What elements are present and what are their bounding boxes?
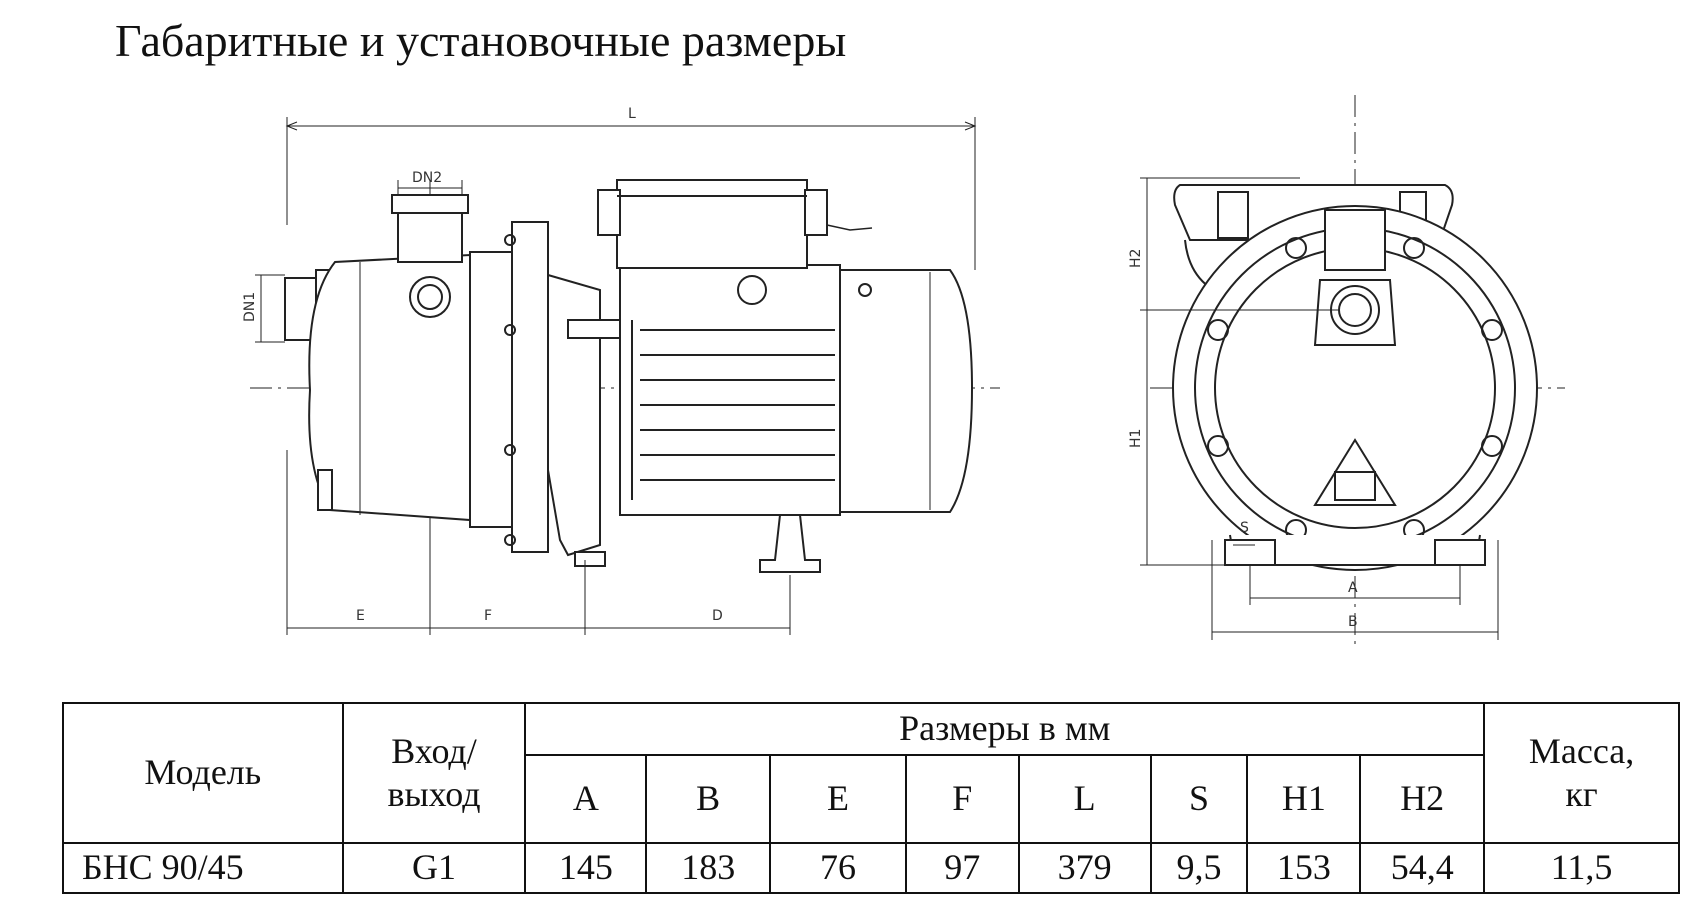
header-H1: H1 <box>1246 754 1362 844</box>
header-inlet-outlet: Вход/ выход <box>341 702 527 844</box>
cell-H1: 153 <box>1246 842 1362 894</box>
cell-mass: 11,5 <box>1483 842 1680 894</box>
header-A: A <box>524 754 648 844</box>
dim-label-DN2: DN2 <box>412 170 442 186</box>
page-title: Габаритные и установочные размеры <box>115 15 847 66</box>
pump-dimension-drawing: L DN2 DN1 E F D H2 H1 S A B <box>242 95 1565 650</box>
cell-A: 145 <box>524 842 648 894</box>
dim-label-D: D <box>712 608 723 624</box>
dimensions-table: Модель Вход/ выход Размеры в мм Масса, к… <box>62 702 1680 894</box>
header-H2: H2 <box>1359 754 1486 844</box>
header-L: L <box>1017 754 1152 844</box>
cell-F: 97 <box>904 842 1020 894</box>
table-row: БНС 90/45 G1 145 183 76 97 379 9,5 153 5… <box>62 842 1680 894</box>
cell-S: 9,5 <box>1149 842 1249 894</box>
cell-E: 76 <box>769 842 907 894</box>
dim-label-H1: H1 <box>1128 429 1144 448</box>
header-B: B <box>645 754 772 844</box>
dim-label-H2: H2 <box>1128 249 1144 268</box>
cell-model: БНС 90/45 <box>62 842 344 894</box>
header-model: Модель <box>62 702 344 844</box>
dim-label-F: F <box>484 608 492 624</box>
cell-inlet-outlet: G1 <box>341 842 527 894</box>
cell-H2: 54,4 <box>1359 842 1486 894</box>
dim-label-DN1: DN1 <box>242 292 258 322</box>
header-S: S <box>1149 754 1249 844</box>
dim-label-B: B <box>1348 614 1358 630</box>
dim-label-S: S <box>1240 520 1249 536</box>
header-dimensions-group: Размеры в мм <box>524 702 1486 756</box>
dim-label-A: A <box>1348 580 1358 596</box>
header-F: F <box>904 754 1020 844</box>
header-E: E <box>769 754 907 844</box>
dim-label-E: E <box>356 608 365 624</box>
cell-B: 183 <box>645 842 772 894</box>
cell-L: 379 <box>1017 842 1152 894</box>
dim-label-L: L <box>628 106 636 122</box>
header-mass: Масса, кг <box>1483 702 1680 844</box>
